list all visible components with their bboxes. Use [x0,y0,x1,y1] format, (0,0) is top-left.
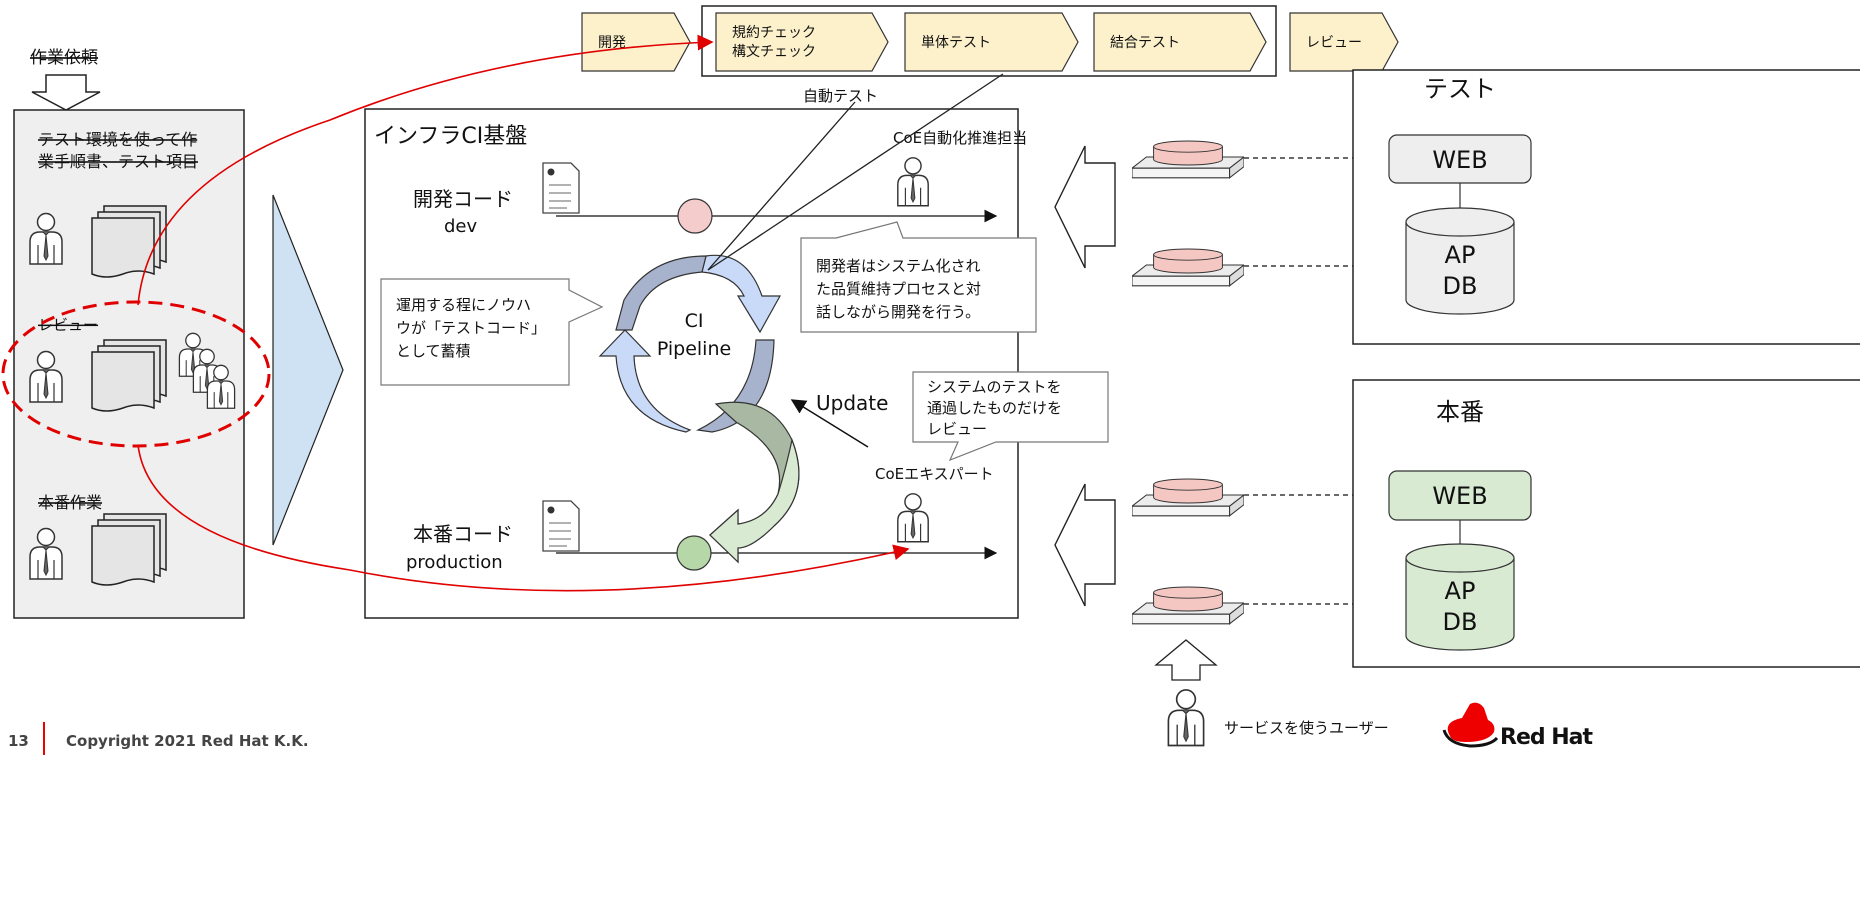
merge-arrow-green-light [709,437,800,564]
test-env-text-line2: 業手順書、テスト項目 [38,152,198,171]
pipeline-steps: 開発 規約チェック 構文チェック 単体テスト 結合テスト レビュー 自動テスト [581,5,1399,105]
callout-knowhow-line2: ウが「テストコード」 [396,319,546,337]
service-user-person-icon [1167,689,1205,747]
callout-review-line1: システムのテストを [927,378,1062,396]
test-server-2-icon [1132,248,1244,287]
review-document-stack-icon [91,339,167,412]
down-arrow-outline [31,74,101,111]
update-arrow [790,399,869,448]
red-curve-bottom [137,444,910,592]
callout-developer-pointer-right [707,73,1004,271]
prod-env-big-arrow [1054,483,1116,607]
test-env-big-arrow [1054,145,1116,269]
auto-test-label: 自動テスト [803,87,878,105]
callout-review-line3: レビュー [927,420,987,438]
prod-code-document-icon [542,500,580,552]
step-check-label-1: 規約チェック [732,25,816,41]
prod-document-stack-icon [91,513,167,586]
ci-pipeline-cycle: CI Pipeline [598,254,800,564]
test-web-label: WEB [1432,146,1487,174]
test-env-title: テスト [1424,75,1496,103]
page-number: 13 [8,732,29,750]
callout-developer-pointer-left [707,101,856,271]
callout-review: システムのテストを 通過したものだけを レビュー [912,371,1109,462]
prod-db-label-2: DB [1443,608,1478,636]
review-dashed-highlight [1,300,271,448]
prod-server-2-icon [1132,586,1244,625]
ci-pipeline-label-1: CI [685,310,704,332]
test-db-label-1: AP [1445,241,1476,269]
redhat-hat-icon [1447,702,1495,742]
prod-env-title: 本番 [1436,398,1484,426]
review-label: レビュー [38,316,98,334]
callout-knowhow: 運用する程にノウハ ウが「テストコード」 として蓄積 [380,278,604,386]
step-integration-test-label: 結合テスト [1110,35,1180,51]
dev-commit-node [677,198,713,234]
step-check [715,12,889,72]
step-integration-test [1093,12,1267,72]
callout-knowhow-line1: 運用する程にノウハ [396,296,531,314]
prod-code-label-2: production [406,552,503,573]
infra-ci-title: インフラCI基盤 [374,124,527,149]
dev-code-document-icon [542,162,580,214]
prod-commit-node [676,535,712,571]
test-server-1-icon [1132,140,1244,179]
service-user-label: サービスを使うユーザー [1224,719,1389,737]
callout-developer-box [800,221,1037,333]
cycle-arrow-top-right [701,254,782,334]
prod-work-label: 本番作業 [38,493,102,512]
dev-code-label-1: 開発コード [413,187,513,211]
redhat-logo-text: Red Hat [1500,725,1594,750]
document-stack-icon [91,205,167,278]
prod-db-cylinder [1405,543,1515,651]
callout-review-line2: 通過したものだけを [927,399,1062,417]
step-review [1289,12,1399,72]
redhat-logo: Red Hat [1442,702,1595,750]
test-db-cylinder [1405,207,1515,315]
transition-triangle [272,194,344,546]
callout-developer-line2: た品質維持プロセスと対 [816,280,981,298]
step-unit-test-label: 単体テスト [921,35,991,51]
prod-db-label-1: AP [1445,577,1476,605]
callout-developer: 開発者はシステム化され た品質維持プロセスと対 話しながら開発を行う。 [707,73,1037,333]
step-dev [581,12,691,72]
prod-server-1-icon [1132,478,1244,517]
step-check-label-2: 構文チェック [732,44,816,60]
user-up-arrow [1154,639,1218,681]
step-review-label: レビュー [1306,35,1362,51]
test-env-text-line1: テスト環境を使って作 [38,130,197,149]
red-curve-top [137,34,714,306]
coe-expert-label: CoEエキスパート [875,465,994,483]
callout-knowhow-line3: として蓄積 [396,342,471,360]
work-request-label: 作業依頼 [30,48,98,68]
copyright-text: Copyright 2021 Red Hat K.K. [66,732,309,750]
callout-developer-line3: 話しながら開発を行う。 [816,303,980,321]
cycle-arrow-top-left [615,255,707,331]
test-db-label-2: DB [1443,272,1478,300]
step-dev-label: 開発 [598,35,626,51]
callout-knowhow-box [380,278,604,386]
cycle-arrow-right [695,339,775,433]
cycle-arrow-left [598,329,692,433]
manual-work-section: 作業依頼 テスト環境を使って作 業手順書、テスト項目 レビュー 本番作業 [1,48,271,619]
ci-pipeline-label-2: Pipeline [657,338,731,360]
update-label: Update [816,391,888,415]
dev-code-label-2: dev [444,216,478,237]
prod-code-label-1: 本番コード [413,522,513,546]
callout-developer-line1: 開発者はシステム化され [816,257,981,275]
coe-promoter-label: CoE自動化推進担当 [893,129,1027,147]
step-unit-test [904,12,1079,72]
callout-review-box [912,371,1109,462]
prod-web-label: WEB [1432,482,1487,510]
